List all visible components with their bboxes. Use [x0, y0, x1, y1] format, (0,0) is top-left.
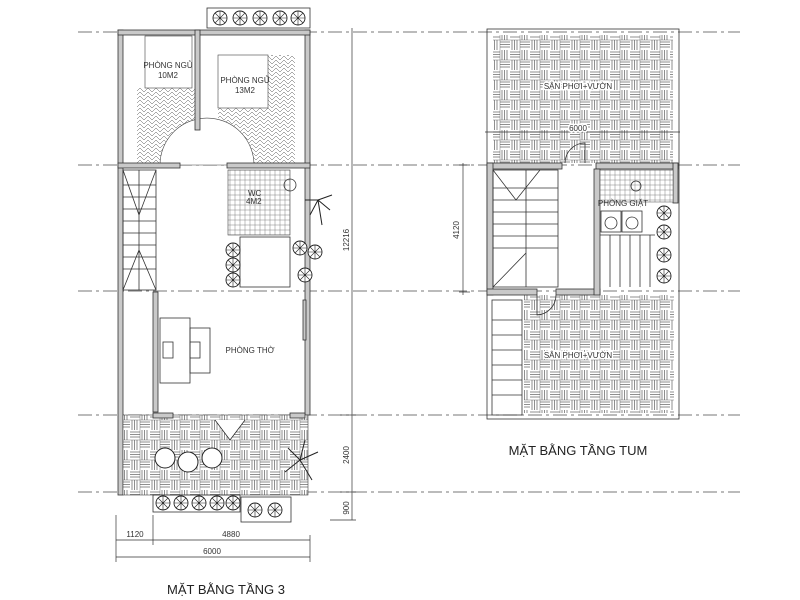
bedroom1-label: PHÒNG NGỦ — [143, 61, 193, 70]
garden-bottom-floor — [524, 295, 674, 413]
plants-right — [225, 194, 333, 288]
roof-plants — [656, 205, 672, 284]
roof-title: MẶT BẰNG TẦNG TUM — [509, 443, 648, 458]
balcony-furniture — [154, 419, 246, 473]
floor3-title: MẶT BẰNG TẦNG 3 — [167, 582, 285, 597]
roof-dimensions: 4120 — [452, 163, 470, 295]
dim-left-offset: 1120 — [126, 530, 144, 539]
dim-planter: 900 — [342, 501, 351, 515]
wc-area: 4M2 — [246, 197, 262, 206]
balcony-planters — [152, 439, 319, 523]
roof-dim-width: 6000 — [569, 124, 587, 133]
roof-staircase — [491, 169, 559, 416]
wc-floor — [227, 169, 291, 236]
bedroom2-label: PHÒNG NGỦ — [220, 76, 270, 85]
garden-top-floor — [493, 35, 673, 163]
dim-main-width: 4880 — [222, 530, 240, 539]
laundry-label: PHÒNG GIẶT — [598, 199, 648, 208]
bedroom1-area: 10M2 — [158, 71, 179, 80]
wc-label: WC — [248, 189, 262, 198]
dim-balcony: 2400 — [342, 446, 351, 464]
garden-top-label: SÂN PHƠI+VƯỜN — [544, 82, 613, 91]
roof-plan: SÂN PHƠI+VƯỜN 6000 PHÒNG GIẶT SÂN PHƠ — [452, 28, 680, 458]
floor3-plan: PHÒNG NGỦ 10M2 PHÒNG NGỦ 13M2 WC 4M2 PHÒ… — [115, 7, 356, 597]
dim-total-height: 12216 — [342, 228, 351, 251]
garden-bottom-label: SÂN PHƠI+VƯỜN — [544, 351, 613, 360]
washing-machines — [600, 180, 643, 233]
altar-room-label: PHÒNG THỜ — [226, 346, 275, 355]
altar-table — [159, 317, 211, 384]
staircase — [122, 169, 157, 291]
roof-dim-core-height: 4120 — [452, 221, 461, 239]
dim-total-width: 6000 — [203, 547, 221, 556]
bedroom2-area: 13M2 — [235, 86, 256, 95]
floor3-dimensions: 12216 2400 900 1120 4880 6000 — [115, 28, 356, 562]
